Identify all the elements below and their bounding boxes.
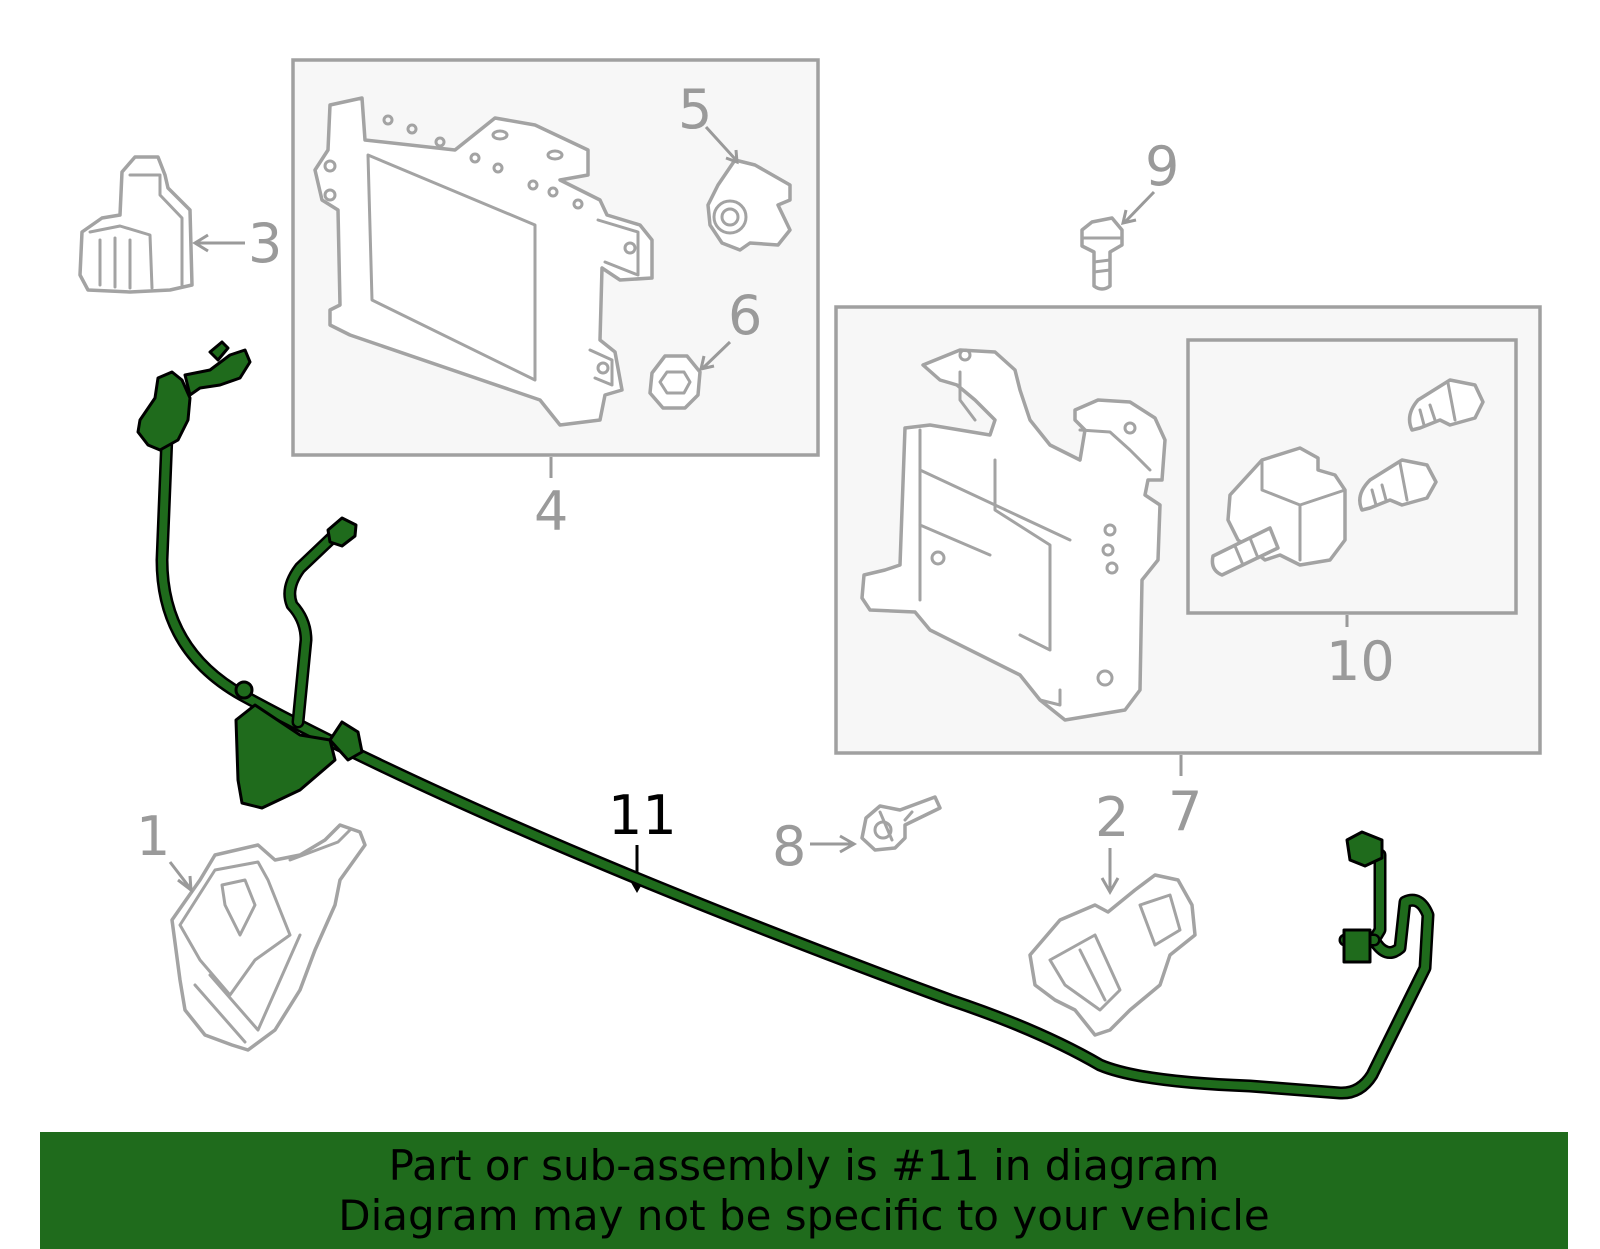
callout-2: 2: [1095, 786, 1129, 849]
callout-9: 9: [1145, 135, 1179, 198]
part-11-wire-harness: [136, 340, 1435, 1100]
leader-3: [192, 233, 245, 253]
callout-6: 6: [728, 284, 762, 347]
info-banner: Part or sub-assembly is #11 in diagram D…: [40, 1132, 1568, 1249]
callout-8: 8: [772, 815, 806, 878]
part-10-box: [1186, 338, 1518, 615]
part-2-sensor: [1028, 873, 1197, 1037]
callout-4: 4: [534, 480, 568, 543]
part-6-nut: [648, 354, 702, 410]
callout-10: 10: [1326, 630, 1395, 693]
part-4-bracket: [313, 96, 654, 427]
callout-3: 3: [248, 212, 282, 275]
part-8-bolt: [860, 795, 942, 852]
part-1-sensor: [170, 823, 367, 1052]
part-3-clip: [78, 155, 194, 294]
part-5-grommet: [706, 158, 792, 252]
part-7-bracket: [860, 348, 1167, 722]
leader-8: [810, 834, 858, 854]
callout-1: 1: [136, 805, 170, 868]
leader-1: [168, 861, 193, 894]
part-9-bolt: [1080, 216, 1124, 291]
callout-7: 7: [1168, 780, 1202, 843]
leader-5: [704, 125, 739, 165]
callout-11: 11: [608, 784, 677, 847]
part-10-sensor: [1210, 378, 1485, 577]
banner-disclaimer-text: Diagram may not be specific to your vehi…: [338, 1190, 1270, 1240]
leader-6: [698, 340, 732, 372]
leader-9: [1120, 190, 1156, 226]
banner-part-text: Part or sub-assembly is #11 in diagram: [388, 1140, 1220, 1190]
leader-2: [1100, 848, 1120, 896]
callout-5: 5: [678, 78, 712, 141]
